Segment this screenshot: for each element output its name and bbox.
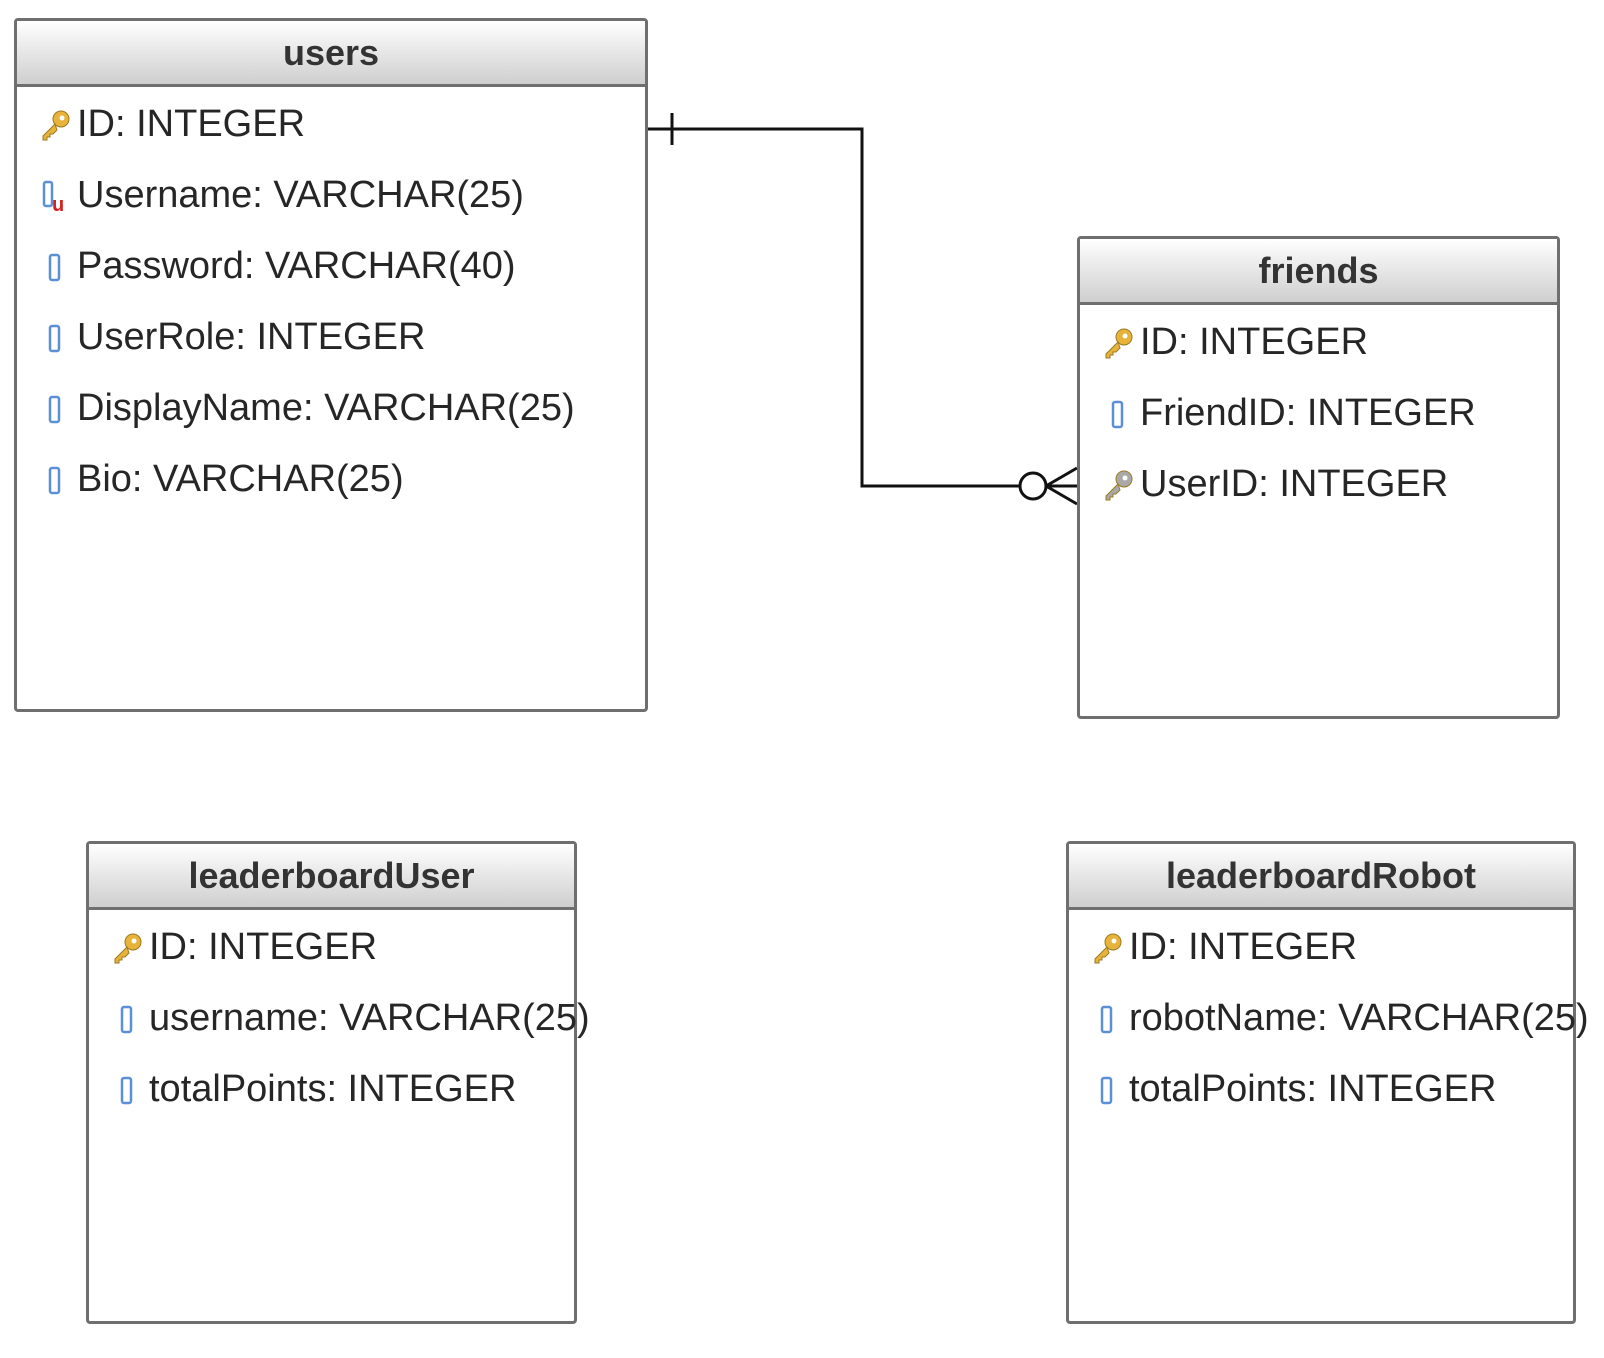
column-icon (1087, 1070, 1127, 1110)
column-row[interactable]: totalPoints: INTEGER (1069, 1054, 1573, 1125)
column-row[interactable]: Password: VARCHAR(40) (17, 231, 645, 302)
column-icon (35, 389, 75, 429)
column-list: ID: INTEGER FriendID: INTEGER UserID: INTE… (1080, 305, 1557, 520)
column-row[interactable]: UserRole: INTEGER (17, 302, 645, 373)
column-icon (35, 460, 75, 500)
column-row[interactable]: totalPoints: INTEGER (89, 1054, 574, 1125)
column-label: Bio: VARCHAR(25) (77, 458, 404, 500)
column-row[interactable]: UserID: INTEGER (1080, 449, 1557, 520)
svg-text:u: u (52, 194, 64, 216)
column-label: FriendID: INTEGER (1140, 392, 1476, 434)
relationship-connector (648, 113, 1078, 506)
column-row[interactable]: Bio: VARCHAR(25) (17, 444, 645, 515)
column-icon (107, 1070, 147, 1110)
relationship-line (648, 127, 1028, 488)
column-icon (1098, 394, 1138, 434)
column-icon (35, 247, 75, 287)
column-label: UserID: INTEGER (1140, 463, 1449, 505)
column-list: ID: INTEGER u Username: VARCHAR(25) Passwor… (17, 87, 645, 515)
primary-key-icon (1087, 928, 1127, 968)
column-row[interactable]: DisplayName: VARCHAR(25) (17, 373, 645, 444)
column-row[interactable]: u Username: VARCHAR(25) (17, 160, 645, 231)
column-row[interactable]: ID: INTEGER (17, 89, 645, 160)
table-header[interactable]: leaderboardRobot (1069, 844, 1573, 910)
column-label: ID: INTEGER (1129, 926, 1358, 968)
column-label: robotName: VARCHAR(25) (1129, 997, 1589, 1039)
column-icon (107, 999, 147, 1039)
column-icon (1087, 999, 1127, 1039)
column-row[interactable]: username: VARCHAR(25) (89, 983, 590, 1054)
column-label: DisplayName: VARCHAR(25) (77, 387, 575, 429)
column-label: Username: VARCHAR(25) (77, 174, 524, 216)
column-label: username: VARCHAR(25) (149, 997, 590, 1039)
primary-key-icon (1098, 323, 1138, 363)
column-icon (35, 318, 75, 358)
column-label: ID: INTEGER (77, 103, 306, 145)
column-label: totalPoints: INTEGER (1129, 1068, 1497, 1110)
table-header[interactable]: users (17, 21, 645, 87)
table-header[interactable]: friends (1080, 239, 1557, 305)
primary-key-icon (107, 928, 147, 968)
primary-key-icon (35, 105, 75, 145)
column-label: Password: VARCHAR(40) (77, 245, 516, 287)
unique-column-icon: u (35, 176, 75, 216)
column-label: ID: INTEGER (1140, 321, 1369, 363)
column-list: ID: INTEGER username: VARCHAR(25) totalPoi… (89, 910, 590, 1125)
table-title: friends (1258, 249, 1379, 291)
column-row[interactable]: ID: INTEGER (1080, 307, 1557, 378)
column-row[interactable]: robotName: VARCHAR(25) (1069, 983, 1589, 1054)
column-list: ID: INTEGER robotName: VARCHAR(25) totalPo… (1069, 910, 1589, 1125)
column-row[interactable]: ID: INTEGER (1069, 912, 1573, 983)
foreign-key-icon (1098, 465, 1138, 505)
column-label: UserRole: INTEGER (77, 316, 426, 358)
many-crowfoot-bottom (1045, 484, 1078, 506)
many-crowfoot-top (1045, 466, 1078, 488)
table-title: users (282, 31, 380, 73)
column-label: totalPoints: INTEGER (149, 1068, 517, 1110)
column-row[interactable]: ID: INTEGER (89, 912, 574, 983)
zero-cardinality-circle (1018, 471, 1048, 501)
table-title: leaderboardUser (188, 854, 475, 896)
table-title: leaderboardRobot (1165, 854, 1477, 896)
column-row[interactable]: FriendID: INTEGER (1080, 378, 1557, 449)
column-label: ID: INTEGER (149, 926, 378, 968)
table-header[interactable]: leaderboardUser (89, 844, 574, 910)
